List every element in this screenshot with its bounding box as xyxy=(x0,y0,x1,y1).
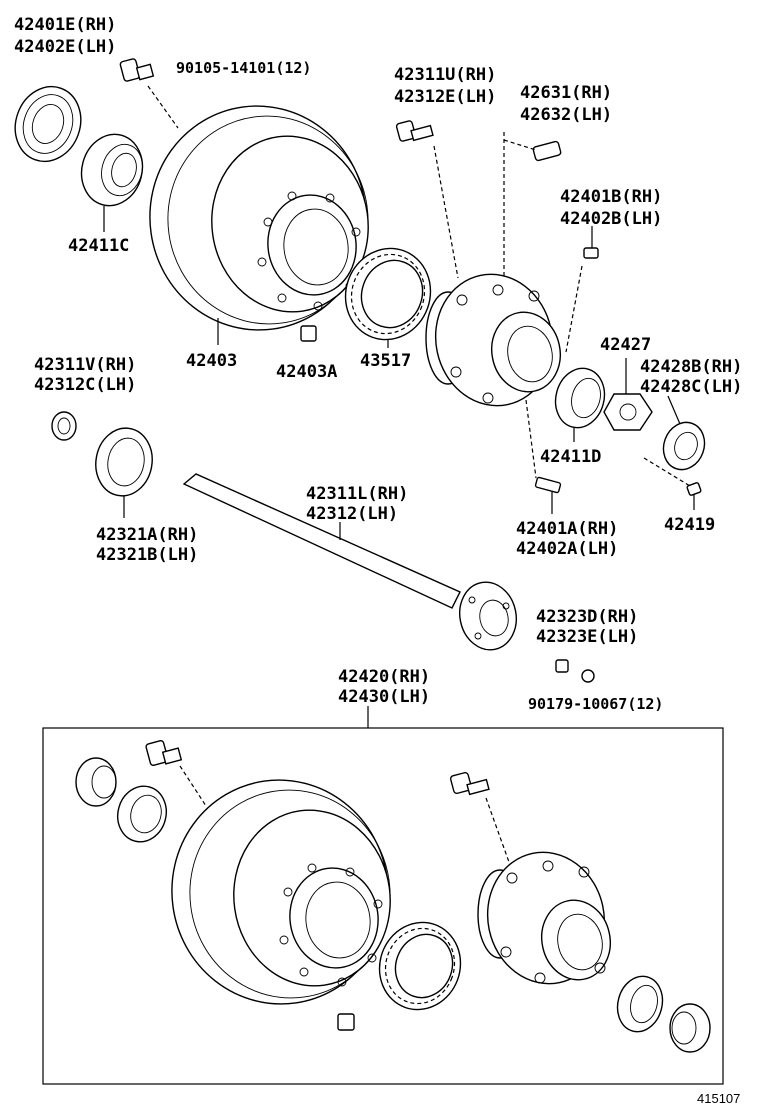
label-42402b-lh: 42402B(LH) xyxy=(560,209,662,229)
label-42323d-rh: 42323D(RH) xyxy=(536,607,638,627)
roller-bearing-lower-left xyxy=(75,757,117,807)
label-42311v-rh: 42311V(RH) xyxy=(34,355,136,375)
label-42321b-lh: 42321B(LH) xyxy=(96,545,198,565)
label-42401a-rh: 42401A(RH) xyxy=(516,519,618,539)
figure-reference-number: 415107 xyxy=(697,1091,740,1106)
assembly-box xyxy=(42,727,724,1085)
brake-drum-lower xyxy=(171,779,391,1005)
label-42403a: 42403A xyxy=(276,362,337,382)
bolt-lower-left xyxy=(145,740,183,766)
clip-42403a xyxy=(300,325,317,342)
axle-hub xyxy=(425,273,561,407)
brake-drum-42403 xyxy=(149,105,369,331)
label-42401e-rh: 42401E(RH) xyxy=(14,15,116,35)
hub-bolt-42311u xyxy=(395,120,434,142)
label-42402e-lh: 42402E(LH) xyxy=(14,37,116,57)
stud-42401a xyxy=(534,476,562,494)
hub-bolt-lower xyxy=(449,771,490,796)
label-42321a-rh: 42321A(RH) xyxy=(96,525,198,545)
label-42420-rh: 42420(RH) xyxy=(338,667,430,687)
label-42311l-rh: 42311L(RH) xyxy=(306,484,408,504)
label-42411d: 42411D xyxy=(540,447,601,467)
cone-washer-42311v xyxy=(51,411,77,441)
axle-shaft-42311l xyxy=(182,473,517,651)
bearing-42411d xyxy=(554,367,606,429)
abs-rotor-43517 xyxy=(344,247,432,341)
nut-42427 xyxy=(603,393,653,431)
label-42312e-lh: 42312E(LH) xyxy=(394,87,496,107)
bearing-42411c xyxy=(80,133,144,207)
label-42427: 42427 xyxy=(600,335,651,355)
nut-90179 xyxy=(581,669,595,683)
label-42428b-rh: 42428B(RH) xyxy=(640,357,742,377)
bearing-race-lower-left xyxy=(117,785,167,843)
label-42312c-lh: 42312C(LH) xyxy=(34,375,136,395)
label-42311u-rh: 42311U(RH) xyxy=(394,65,496,85)
label-90105-14101: 90105-14101(12) xyxy=(176,59,311,77)
label-43517: 43517 xyxy=(360,351,411,371)
abs-rotor-lower xyxy=(378,921,462,1011)
roller-bearing-lower-right xyxy=(669,1003,711,1053)
label-42632-lh: 42632(LH) xyxy=(520,105,612,125)
label-42403: 42403 xyxy=(186,351,237,371)
wheel-bolt-42631 xyxy=(532,140,562,162)
clip-lower xyxy=(337,1013,355,1031)
lock-washer-42428b xyxy=(662,421,706,471)
label-90179-10067: 90179-10067(12) xyxy=(528,695,663,713)
label-42411c: 42411C xyxy=(68,236,129,256)
label-42428c-lh: 42428C(LH) xyxy=(640,377,742,397)
gasket-42321a xyxy=(95,427,153,497)
label-42312-lh: 42312(LH) xyxy=(306,504,398,524)
cone-42323d xyxy=(555,659,569,673)
label-42419: 42419 xyxy=(664,515,715,535)
label-42631-rh: 42631(RH) xyxy=(520,83,612,103)
label-42323e-lh: 42323E(LH) xyxy=(536,627,638,647)
oil-seal-42401e xyxy=(14,85,82,163)
bolt-90105 xyxy=(119,58,155,82)
axle-hub-lower xyxy=(477,851,611,985)
pin-42401b xyxy=(583,247,599,259)
screw-42419 xyxy=(686,482,702,496)
label-42402a-lh: 42402A(LH) xyxy=(516,539,618,559)
bearing-race-lower-right xyxy=(616,975,664,1033)
label-42401b-rh: 42401B(RH) xyxy=(560,187,662,207)
label-42430-lh: 42430(LH) xyxy=(338,687,430,707)
